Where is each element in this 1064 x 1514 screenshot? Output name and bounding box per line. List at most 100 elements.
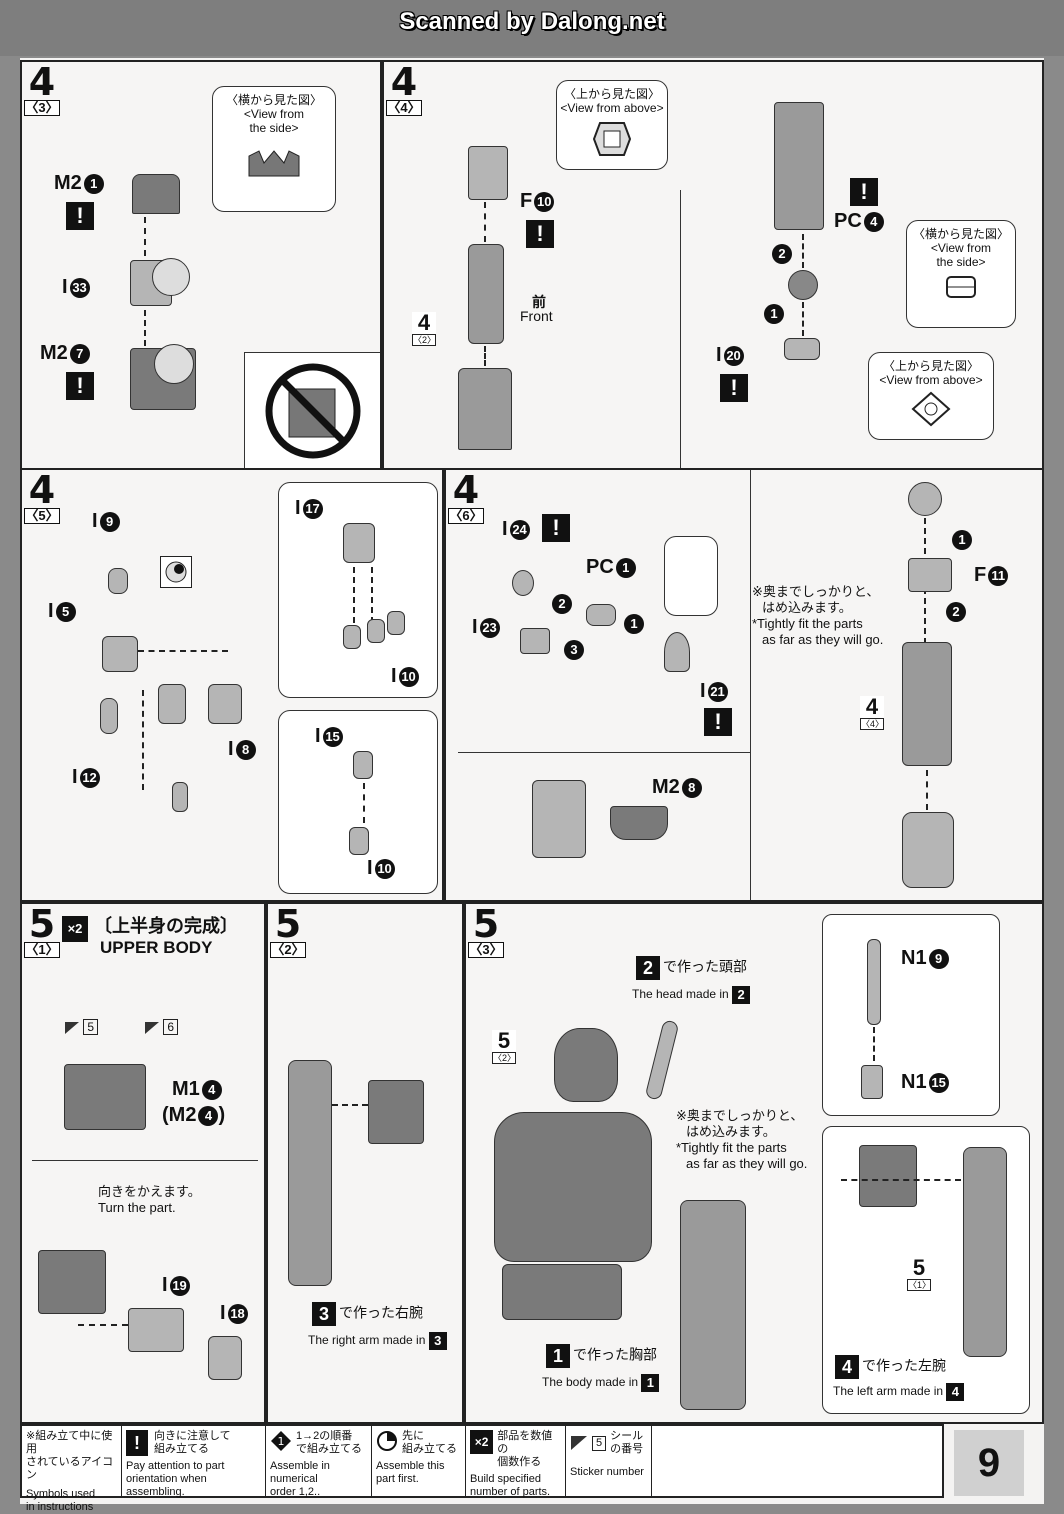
part-i-24 <box>512 570 534 596</box>
attention-icon: ! <box>66 202 94 230</box>
part-i-12 <box>100 698 118 734</box>
attention-icon: ! <box>704 708 732 736</box>
turn-note: 向きをかえます。 Turn the part. <box>98 1184 201 1215</box>
part-pc-1 <box>586 604 616 626</box>
part-side-view-icon <box>248 150 300 177</box>
assembly-arrow <box>924 518 926 674</box>
shoulder-armor <box>859 1145 917 1207</box>
fit-note: ※奥までしっかりと、 はめ込みます。 *Tightly fit the part… <box>676 1108 808 1171</box>
part-n1-15 <box>861 1065 883 1099</box>
assembly-arrow <box>144 310 146 346</box>
wrong-way-callout <box>244 352 380 468</box>
elbow-joint <box>908 482 942 516</box>
part-m2-1 <box>132 174 180 214</box>
part-i-8 <box>208 684 242 724</box>
ref-step-5-1: 5 〈1〉 <box>907 1255 932 1291</box>
lower-leg <box>774 102 824 230</box>
part-i-20 <box>784 338 820 360</box>
scan-credit: Scanned by Dalong.net <box>399 8 665 35</box>
view-above-bubble: 〈上から見た図〉 <View from above> <box>868 352 994 440</box>
attention-icon: ! <box>126 1430 148 1456</box>
step-label: 5 〈1〉 <box>24 902 60 958</box>
scan-background <box>0 0 1064 56</box>
step-label: 4 〈3〉 <box>24 60 60 116</box>
assembly-arrow <box>802 234 804 268</box>
shoulder-armor <box>368 1080 424 1144</box>
assemble-first-icon <box>160 556 192 588</box>
part-top-view-icon <box>911 391 951 427</box>
step-label: 4 〈6〉 <box>448 468 484 524</box>
step-arrow-2: 2 <box>552 594 572 614</box>
sticker-6: 6 <box>144 1019 179 1035</box>
beam-rifle-barrel <box>644 1019 680 1101</box>
assembly-arrow <box>873 1027 875 1061</box>
view-side-bubble: 〈横から見た図〉 <View from the side> <box>212 86 336 212</box>
ref-step-4-4: 4 〈4〉 <box>860 694 885 730</box>
head <box>554 1028 618 1102</box>
part-i-15 <box>353 751 373 779</box>
part-i-10 <box>343 625 361 649</box>
page-number: 9 <box>954 1430 1024 1496</box>
detail-circle <box>154 344 194 384</box>
legend-sticker-number: 5 シールの番号 Sticker number <box>566 1426 652 1496</box>
divider-line <box>458 752 750 753</box>
assembly-arrow <box>138 650 228 652</box>
divider-line <box>750 470 751 900</box>
view-above-bubble: 〈上から見た図〉 <View from above> <box>556 80 668 170</box>
part-n1-9 <box>867 939 881 1025</box>
torso-part-rotated <box>38 1250 106 1314</box>
view-side-bubble: 〈横から見た図〉 <View from the side> <box>906 220 1016 328</box>
attention-icon: ! <box>850 178 878 206</box>
head-made-label-en: The head made in 2 <box>632 986 753 1004</box>
part-f-10 <box>468 146 508 200</box>
step-label: 4 〈4〉 <box>386 60 422 116</box>
assembly-arrow <box>363 783 365 823</box>
made-in-label-en: The right arm made in 3 <box>308 1332 450 1350</box>
part-pc-4 <box>788 270 818 300</box>
assembly-arrow <box>926 770 928 810</box>
step-arrow-1: 1 <box>624 614 644 634</box>
attention-icon: ! <box>542 514 570 542</box>
attention-icon: ! <box>526 220 554 248</box>
part-i-23 <box>520 628 550 654</box>
torso <box>494 1112 652 1262</box>
assembly-arrow <box>353 567 355 623</box>
part-i-17 <box>343 523 375 563</box>
assembly-arrow <box>332 1104 368 1106</box>
part-i-9 <box>108 568 128 594</box>
assembly-arrow <box>144 217 146 267</box>
hand-assembly <box>902 812 954 888</box>
assembly-arrow <box>78 1324 128 1326</box>
finger-part <box>172 782 188 812</box>
step-arrow-2: 2 <box>772 244 792 264</box>
part-side-view-icon <box>946 276 976 298</box>
part-detail-bubble <box>664 536 718 616</box>
legend-build-count: ×2 部品を数値の個数作る Build specified number of … <box>466 1426 566 1498</box>
